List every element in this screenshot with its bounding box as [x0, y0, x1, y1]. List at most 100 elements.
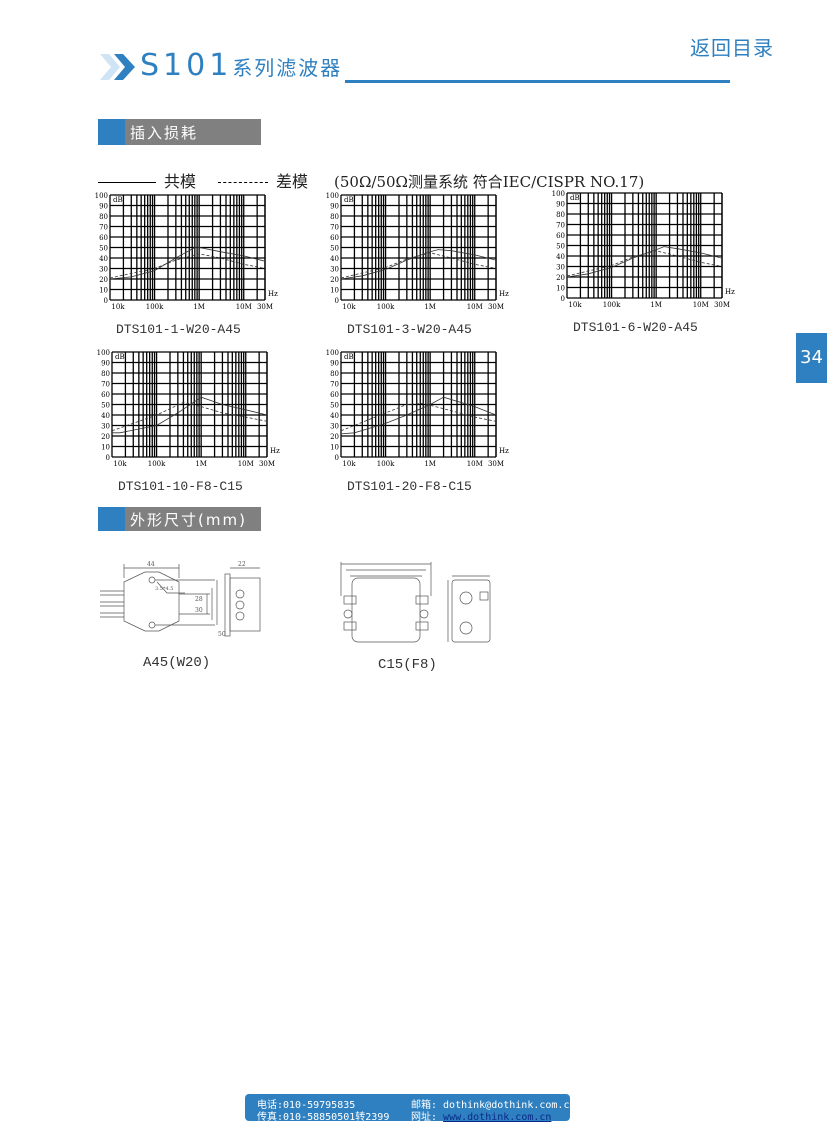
x-tick-label: 100k [377, 303, 395, 311]
y-tick-label: 60 [556, 232, 565, 240]
footer-contact: 电话:010-59795835 传真:010-58850501转2399 邮箱:… [245, 1094, 576, 1122]
x-tick-label: 30M [714, 301, 730, 309]
y-tick-label: 0 [106, 454, 110, 462]
series-title: S101系列滤波器 [140, 48, 342, 83]
y-tick-label: 60 [101, 391, 110, 399]
y-tick-label: 40 [330, 412, 339, 420]
x-tick-label: 10M [693, 301, 709, 309]
footer-website-link[interactable]: www.dothink.com.cn [443, 1112, 552, 1122]
drawing-c15 [340, 562, 491, 643]
x-tick-label: 1M [424, 303, 436, 311]
x-tick-label: 100k [146, 303, 164, 311]
section-title: 插入损耗 [130, 124, 199, 142]
section-title: 外形尺寸(mm) [130, 511, 247, 529]
series-line-common-mode [340, 396, 497, 435]
chart-title: DTS101-10-F8-C15 [118, 479, 243, 494]
header-rule [345, 80, 730, 83]
y-tick-label: 10 [99, 287, 108, 295]
y-tick-label: 90 [101, 360, 110, 368]
dim-22: 22 [238, 561, 246, 568]
y-tick-label: 100 [95, 192, 108, 200]
x-tick-label: 100k [148, 460, 166, 468]
dim-44: 44 [147, 561, 155, 568]
y-tick-label: 90 [99, 203, 108, 211]
series-line-common-mode [112, 396, 268, 434]
y-tick-label: 60 [330, 234, 339, 242]
y-tick-label: 100 [326, 192, 339, 200]
x-tick-label: 10M [236, 303, 252, 311]
x-tick-label: 10M [467, 460, 483, 468]
series-code: S101 [140, 48, 233, 83]
y-tick-label: 100 [97, 349, 110, 357]
y-tick-label: 30 [99, 266, 108, 274]
x-tick-label: 30M [257, 303, 273, 311]
legend-common-mode: 共模 [164, 172, 197, 191]
y-tick-label: 50 [330, 245, 339, 253]
y-tick-label: 40 [556, 253, 565, 261]
x-tick-label: 1M [195, 460, 207, 468]
y-tick-label: 70 [556, 222, 565, 230]
y-tick-label: 0 [561, 295, 565, 303]
x-tick-label: 30M [488, 303, 504, 311]
y-tick-label: 0 [335, 297, 339, 305]
y-tick-label: 30 [330, 423, 339, 431]
y-tick-label: 30 [556, 264, 565, 272]
y-tick-label: 70 [99, 224, 108, 232]
y-tick-label: 20 [99, 276, 108, 284]
y-tick-label: 40 [101, 412, 110, 420]
y-tick-label: 40 [99, 255, 108, 263]
y-tick-label: 100 [326, 349, 339, 357]
y-tick-label: 70 [330, 224, 339, 232]
dim-50: 50 [218, 631, 226, 638]
y-tick-label: 90 [556, 201, 565, 209]
solid-line-swatch [98, 182, 156, 183]
x-tick-label: 10k [568, 301, 582, 309]
y-tick-label: 70 [330, 381, 339, 389]
x-tick-label: 30M [488, 460, 504, 468]
y-tick-label: 50 [330, 402, 339, 410]
page-number-tab: 34 [796, 333, 827, 383]
back-to-contents-link[interactable]: 返回目录 [690, 36, 774, 60]
x-tick-label: 100k [603, 301, 621, 309]
x-tick-label: 10M [467, 303, 483, 311]
footer-phone: 电话:010-59795835 [257, 1100, 356, 1111]
y-tick-label: 20 [556, 274, 565, 282]
x-tick-label: 1M [193, 303, 205, 311]
series-line-common-mode [340, 249, 497, 280]
y-unit-label: dB [344, 196, 354, 204]
series-line-differential-mode [109, 253, 266, 279]
y-tick-label: 80 [101, 370, 110, 378]
y-tick-label: 80 [99, 213, 108, 221]
y-tick-label: 10 [556, 285, 565, 293]
chart-title: DTS101-6-W20-A45 [573, 320, 698, 335]
y-tick-label: 60 [99, 234, 108, 242]
series-line-differential-mode [111, 401, 268, 432]
y-tick-label: 80 [556, 211, 565, 219]
x-tick-label: 10M [238, 460, 254, 468]
series-line-differential-mode [566, 250, 723, 277]
x-tick-label: 1M [650, 301, 662, 309]
y-unit-label: dB [113, 196, 123, 204]
y-tick-label: 80 [330, 370, 339, 378]
dim-30: 30 [195, 607, 203, 614]
dashed-line-swatch [218, 182, 269, 183]
y-tick-label: 40 [330, 255, 339, 263]
section-insertion-loss: 插入损耗 [98, 119, 261, 145]
legend-differential-mode: 差模 [276, 172, 309, 191]
x-tick-label: 10k [113, 460, 127, 468]
x-unit-label: Hz [499, 447, 509, 455]
series-line-common-mode [566, 246, 723, 278]
y-tick-label: 30 [330, 266, 339, 274]
x-unit-label: Hz [270, 447, 280, 455]
footer-email: 邮箱: dothink@dothink.com.cn [411, 1100, 576, 1111]
drawing-caption: A45(W20) [143, 655, 211, 671]
x-tick-label: 10k [342, 460, 356, 468]
x-tick-label: 1M [424, 460, 436, 468]
y-tick-label: 0 [335, 454, 339, 462]
footer-web-label: 网址: [411, 1112, 444, 1122]
